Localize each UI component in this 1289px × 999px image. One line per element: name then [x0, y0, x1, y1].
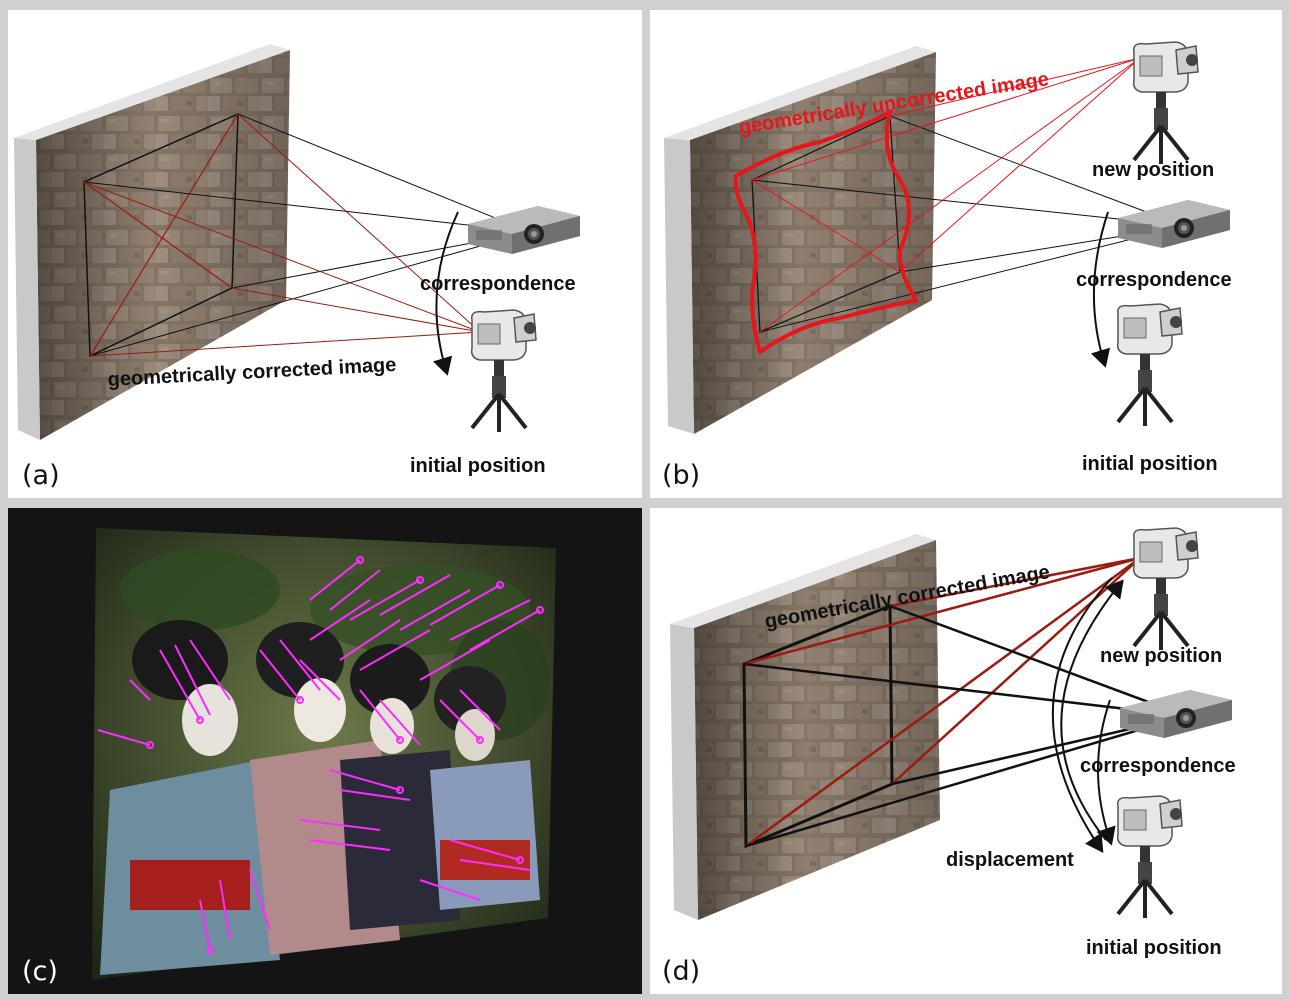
projection-rays [83, 112, 531, 358]
label-initial-position: initial position [1086, 937, 1222, 959]
curved-arrow-icon [432, 211, 459, 376]
label-initial-position: initial position [410, 455, 546, 477]
projected-photograph [92, 528, 556, 980]
curved-arrow-icon [1060, 579, 1124, 841]
panel-b: geometrically uncorrected image new posi… [650, 10, 1282, 498]
label-initial-position: initial position [1082, 453, 1218, 475]
panel-c: (c) [8, 508, 642, 994]
panel-letter: (a) [22, 460, 60, 491]
panel-letter: (b) [662, 460, 700, 491]
label-new-position: new position [1092, 159, 1214, 181]
label-displacement: displacement [946, 849, 1074, 871]
textured-wall [14, 44, 290, 440]
label-new-position: new position [1100, 645, 1222, 667]
label-correspondence: correspondence [1080, 755, 1236, 777]
projection-rays [751, 57, 1185, 333]
curved-arrow-icon [1051, 577, 1113, 853]
curved-arrow-icon [1090, 211, 1111, 368]
panel-letter: (d) [662, 956, 700, 987]
textured-wall [670, 534, 940, 920]
uncorrected-image-outline [733, 108, 920, 356]
label-correspondence: correspondence [1076, 269, 1232, 291]
panel-letter: (c) [22, 956, 58, 987]
curved-arrow-icon [1096, 699, 1116, 846]
feature-match-vectors [97, 556, 544, 954]
label-correspondence: correspondence [420, 273, 576, 295]
textured-wall [664, 46, 936, 434]
panel-a: correspondence geometrically corrected i… [8, 10, 642, 498]
panel-d: geometrically corrected image new positi… [650, 508, 1282, 994]
